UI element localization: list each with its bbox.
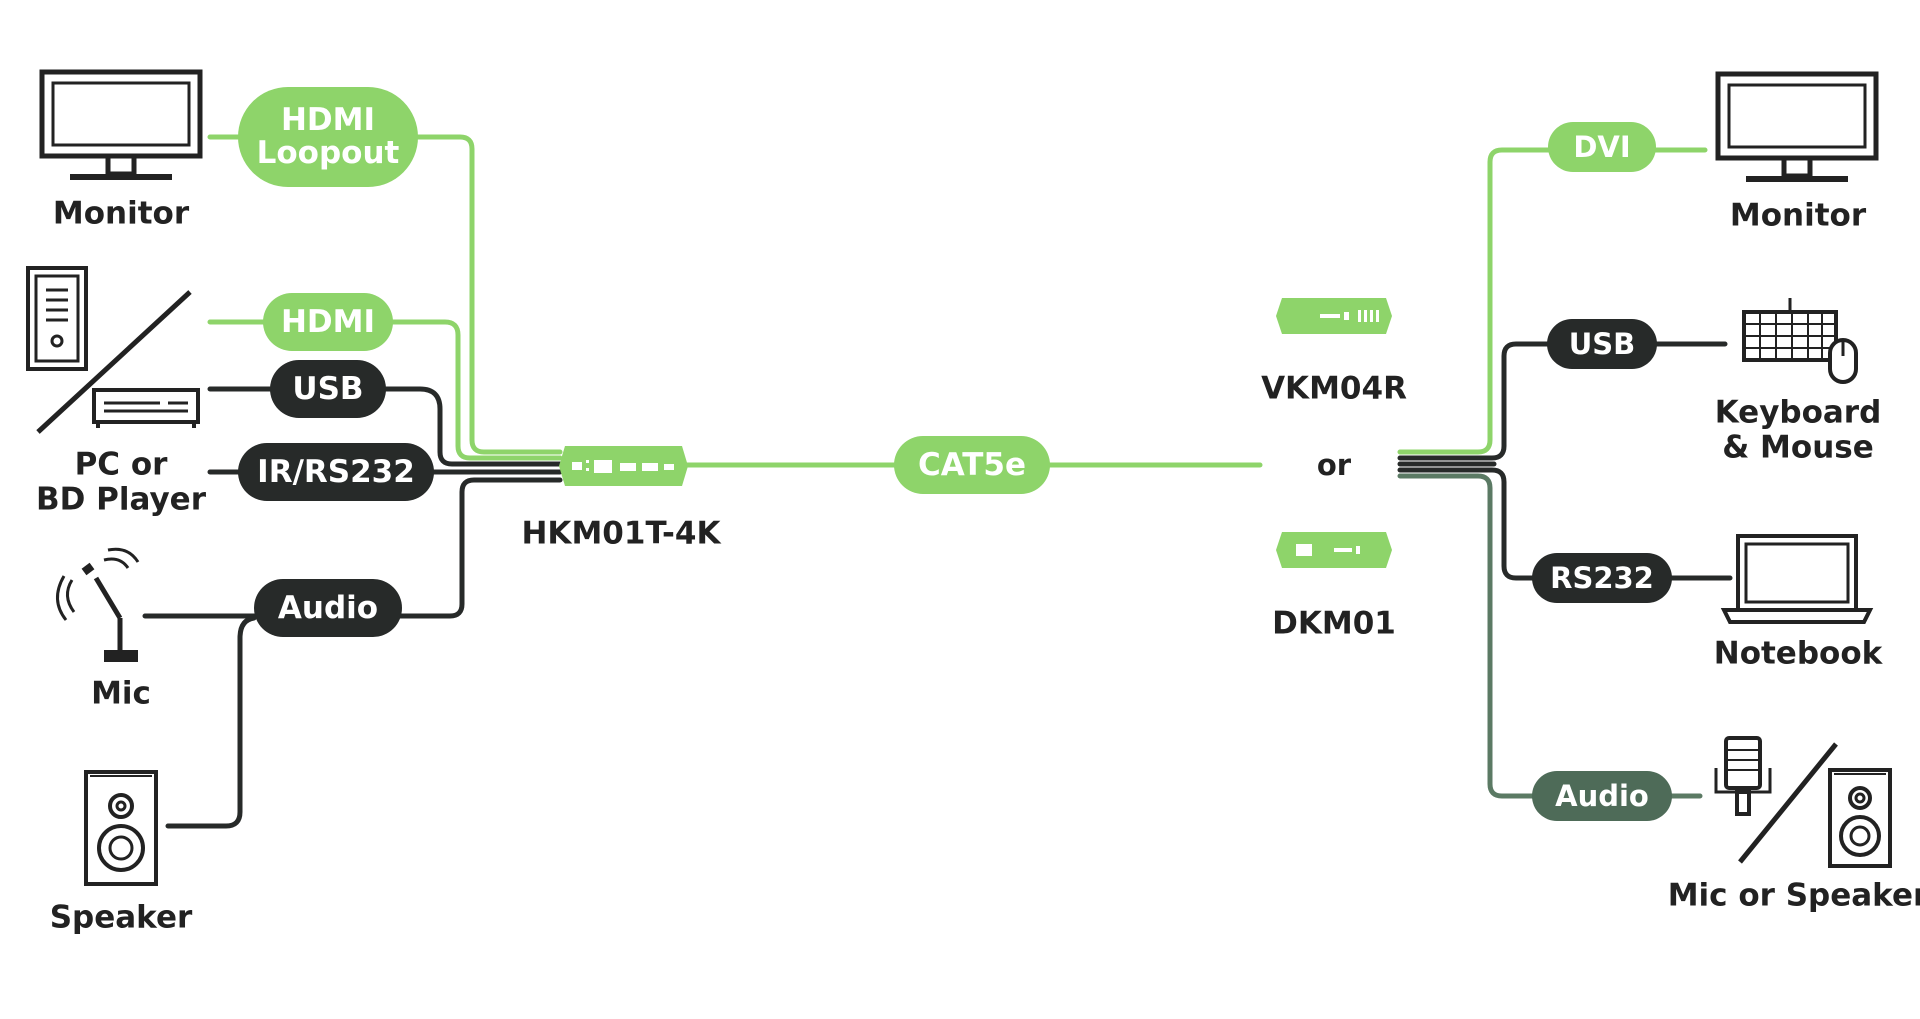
rs232-pill-right: RS232 (1532, 553, 1672, 603)
receiver-vkm04r-label: VKM04R (1261, 370, 1407, 407)
or-divider-slash (36, 290, 192, 434)
hdmi-loopout-pill: HDMI Loopout (238, 87, 418, 187)
ir-rs232-pill: IR/RS232 (238, 443, 434, 501)
receiver-or-label: or (1316, 447, 1352, 482)
pc-tower-icon (26, 266, 88, 371)
speaker-icon (84, 770, 158, 886)
mouse-icon (1828, 338, 1858, 384)
cat5e-pill: CAT5e (894, 436, 1050, 494)
monitor-label: Monitor (52, 195, 190, 232)
transmitter-model-label: HKM01T-4K (521, 515, 721, 552)
mic-label: Mic (91, 675, 151, 712)
speaker-icon-right (1828, 768, 1892, 868)
bd-player-icon (92, 388, 200, 428)
cable-audio-right (1397, 473, 1703, 799)
cable-hdmi (207, 319, 563, 461)
pc-or-bd-player-label: PC or BD Player (36, 446, 206, 517)
monitor-icon-right (1715, 71, 1879, 182)
notebook-icon (1720, 534, 1874, 624)
cable-audio-speaker (165, 615, 257, 829)
or-divider-slash-right (1738, 742, 1838, 864)
cable-dvi (1397, 147, 1708, 455)
cable-rs232-right (1397, 467, 1733, 581)
receiver-dkm01-label: DKM01 (1272, 605, 1396, 642)
usb-pill: USB (270, 360, 386, 418)
microphone-icon (56, 547, 140, 662)
receiver-dkm01-icon (1276, 532, 1392, 568)
monitor-label-right: Monitor (1729, 197, 1867, 234)
keyboard-icon (1742, 298, 1838, 362)
cable-usb (207, 386, 563, 467)
mic-or-speaker-label: Mic or Speaker (1667, 877, 1920, 914)
cable-usb-right (1397, 341, 1728, 461)
audio-pill-right: Audio (1532, 771, 1672, 821)
speaker-label: Speaker (49, 899, 193, 936)
studio-mic-icon (1714, 736, 1772, 816)
notebook-label: Notebook (1713, 635, 1883, 672)
monitor-icon (39, 69, 203, 180)
transmitter-device-icon (559, 446, 688, 486)
dvi-pill: DVI (1548, 122, 1656, 172)
cable-audio-main (142, 477, 563, 619)
cable-hdmi-loopout (207, 134, 563, 455)
keyboard-mouse-label: Keyboard & Mouse (1714, 394, 1882, 465)
usb-pill-right: USB (1547, 319, 1657, 369)
audio-pill: Audio (254, 579, 402, 637)
receiver-vkm04r-icon (1276, 298, 1392, 334)
hdmi-pill: HDMI (263, 293, 393, 351)
